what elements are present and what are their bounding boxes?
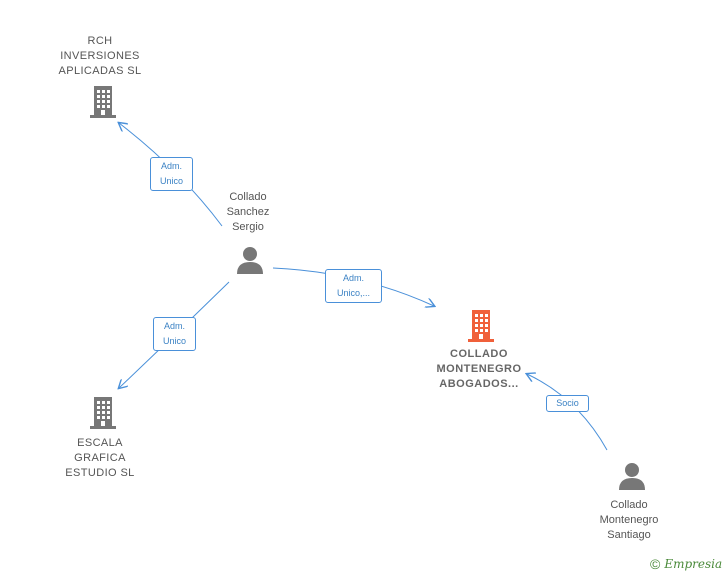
building-icon[interactable]: [87, 85, 119, 119]
edge-label-sergio-rch: Adm. Unico: [150, 157, 193, 191]
copyright-icon: ©: [650, 556, 661, 572]
company-label-escala[interactable]: ESCALA GRAFICA ESTUDIO SL: [65, 437, 135, 479]
edge-label-sergio-escala: Adm. Unico: [153, 317, 196, 351]
person-label-santiago[interactable]: Collado Montenegro Santiago: [599, 499, 659, 541]
building-icon[interactable]: [465, 309, 497, 343]
company-label-collado-abogados[interactable]: COLLADO MONTENEGRO ABOGADOS...: [436, 348, 522, 390]
edge-label-sergio-collado-abogados: Adm. Unico,...: [325, 269, 382, 303]
person-icon[interactable]: [235, 246, 265, 276]
building-icon[interactable]: [87, 396, 119, 430]
person-icon[interactable]: [617, 462, 647, 492]
company-label-rch[interactable]: RCH INVERSIONES APLICADAS SL: [58, 35, 142, 77]
brand-footer: © Empresia: [650, 555, 722, 573]
person-label-sergio[interactable]: Collado Sanchez Sergio: [226, 191, 270, 233]
brand-logo: Empresia: [664, 557, 723, 571]
edge-label-santiago-collado-abogados: Socio: [546, 395, 589, 412]
